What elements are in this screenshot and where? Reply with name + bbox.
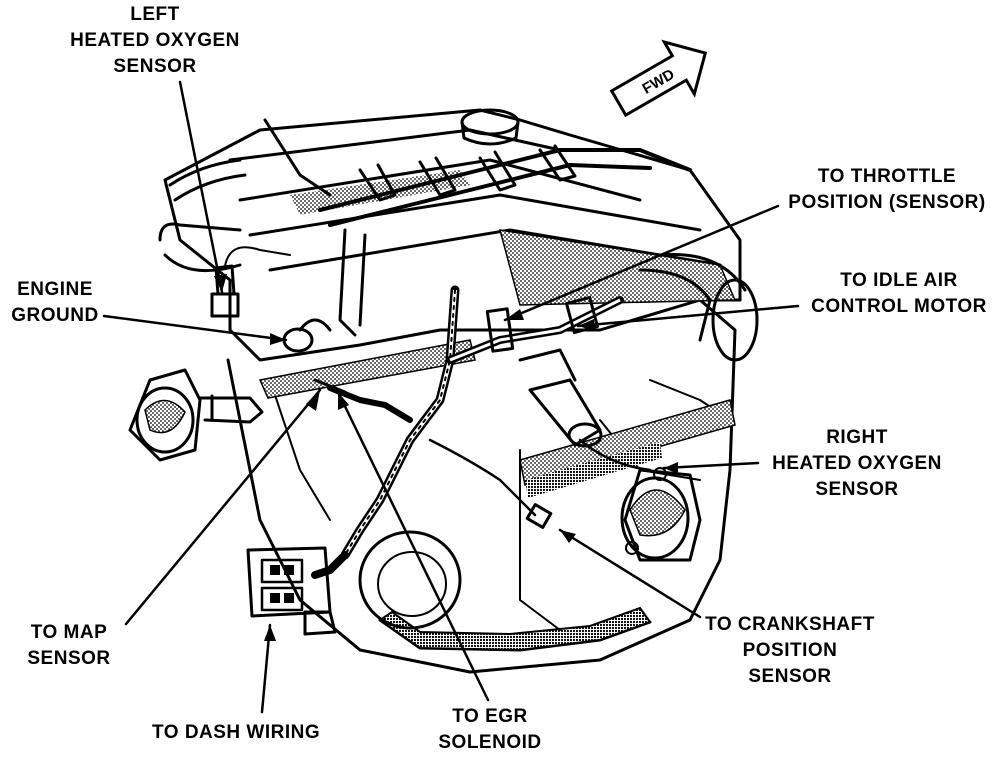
label-map-sensor: TO MAP SENSOR — [27, 622, 111, 669]
cylinder-head — [158, 108, 759, 362]
label-idle-air-control-motor: TO IDLE AIR CONTROL MOTOR — [811, 270, 987, 317]
engine-ground-stud — [282, 318, 332, 353]
label-left-heated-oxygen-sensor: LEFT HEATED OXYGEN SENSOR — [70, 4, 240, 77]
label-engine-ground: ENGINE GROUND — [11, 279, 99, 326]
left-exhaust-flange — [128, 368, 264, 462]
engine-block — [226, 298, 737, 674]
right-exhaust-flange — [620, 467, 702, 562]
label-dash-wiring: TO DASH WIRING — [152, 722, 321, 743]
label-right-heated-oxygen-sensor: RIGHT HEATED OXYGEN SENSOR — [772, 427, 942, 500]
wiring-harness — [311, 285, 652, 579]
leader-lines — [102, 80, 800, 714]
dash-connector — [246, 546, 337, 636]
label-egr-solenoid: TO EGR SOLENOID — [438, 706, 542, 753]
label-throttle-position-sensor: TO THROTTLE POSITION (SENSOR) — [788, 166, 986, 213]
forward-arrow-icon: FWD — [609, 39, 708, 118]
label-crankshaft-position-sensor: TO CRANKSHAFT POSITION SENSOR — [705, 614, 875, 687]
